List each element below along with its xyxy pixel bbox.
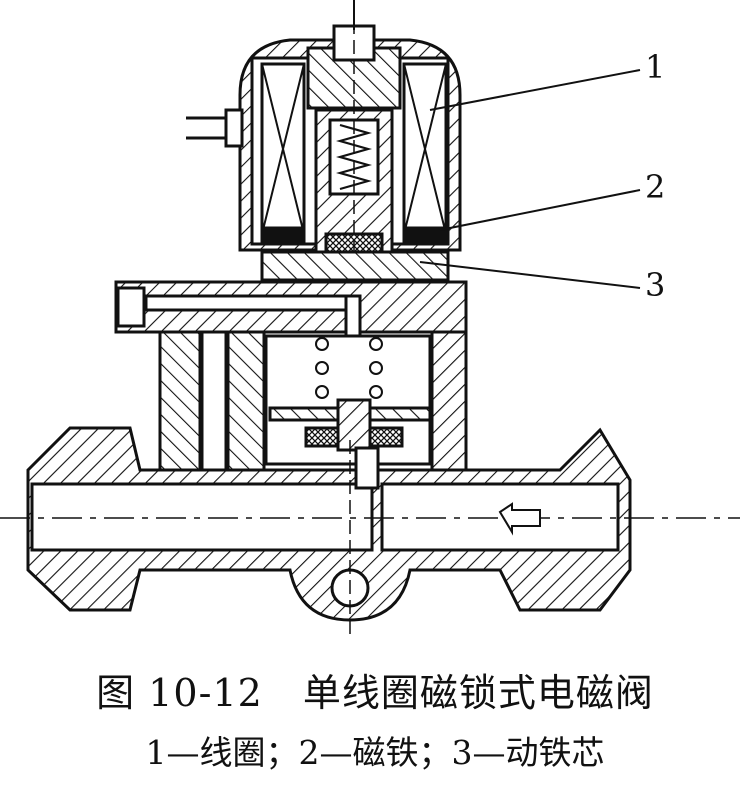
figure-caption: 图 10-12 单线圈磁锁式电磁阀 xyxy=(0,668,750,718)
figure-legend: 1—线圈；2—磁铁；3—动铁芯 xyxy=(145,733,605,772)
callout-2: 2 xyxy=(645,168,665,206)
magnet-left xyxy=(260,226,306,244)
coil-right xyxy=(402,62,448,236)
pipe-bore-left xyxy=(30,482,374,552)
figure-number: 图 10-12 xyxy=(96,671,263,715)
callout-1: 1 xyxy=(645,48,665,86)
callout-3: 3 xyxy=(645,266,665,304)
coil-left xyxy=(260,62,306,236)
valve-cross-section-diagram: 1 2 3 xyxy=(0,0,740,640)
magnet-right xyxy=(402,226,448,244)
flow-arrow xyxy=(498,502,541,536)
spring-coils xyxy=(315,337,383,399)
spring xyxy=(335,123,373,191)
pipe-bore-right xyxy=(380,482,620,552)
cable xyxy=(186,116,232,140)
figure-title: 单线圈磁锁式电磁阀 xyxy=(302,671,654,715)
